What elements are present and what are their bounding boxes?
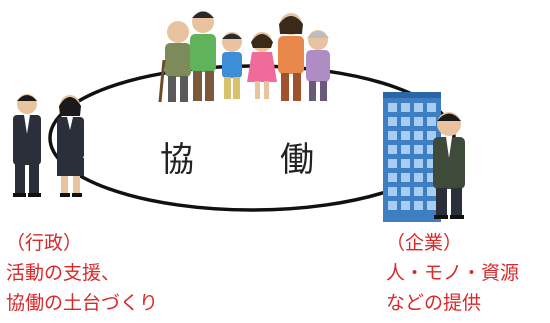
business-line-1: 人・モノ・資源 [386,262,520,284]
company-building-icon [383,92,441,222]
community-family-icon [158,11,330,103]
business-worker-icon [433,112,465,219]
government-label: （行政） 活動の支援、 協働の土台づくり [6,228,158,318]
government-heading: （行政） [6,232,83,254]
business-label: （企業） 人・モノ・資源 などの提供 [386,228,519,318]
business-line-2: などの提供 [386,292,482,314]
business-heading: （企業） [386,232,463,254]
collaboration-word-right: 働 [280,140,314,180]
collaboration-word-left: 協 [160,140,194,180]
government-line-2: 協働の土台づくり [6,292,159,314]
government-officials-icon [13,94,84,197]
government-line-1: 活動の支援、 [6,262,121,284]
